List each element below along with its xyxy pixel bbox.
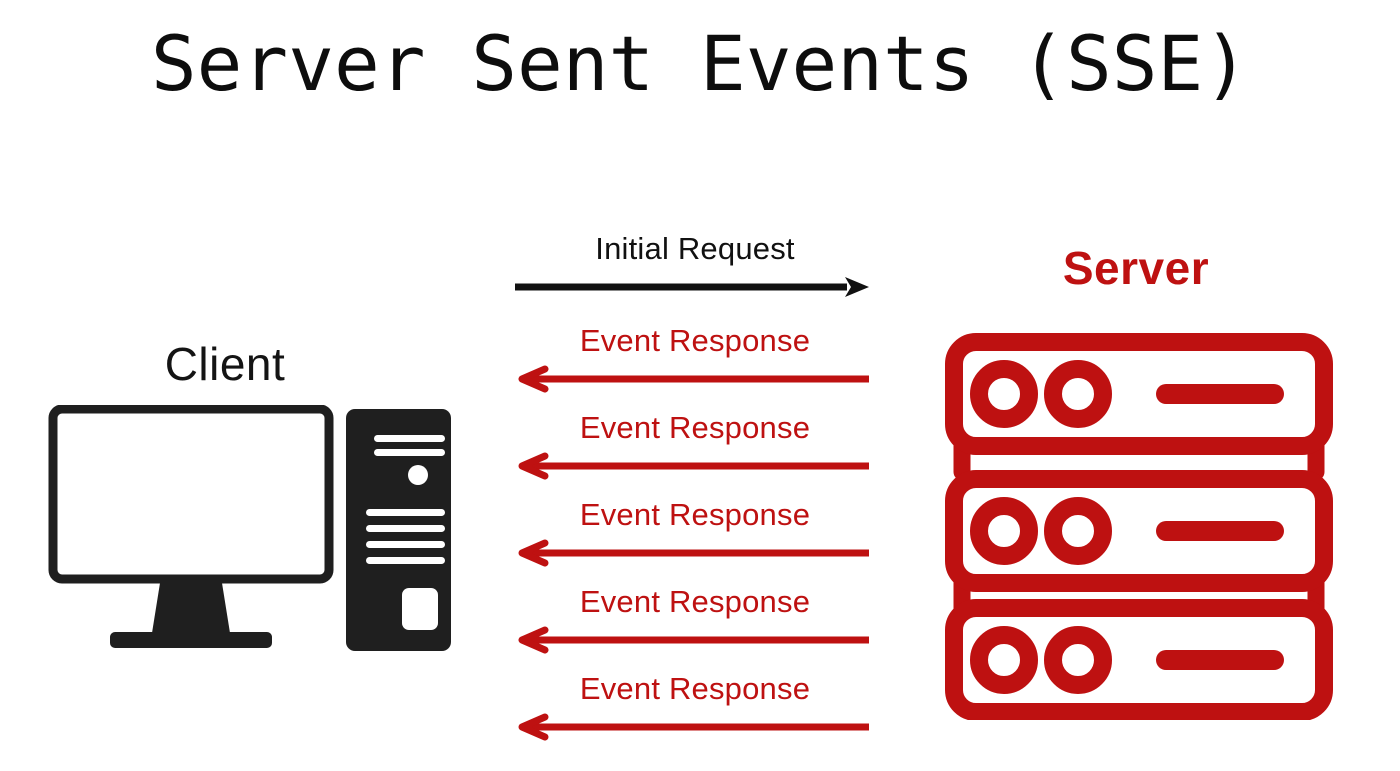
arrow-left-icon (518, 452, 869, 480)
arrow-right-icon (515, 277, 869, 297)
server-unit-2 (945, 470, 1333, 592)
server-unit-3 (945, 599, 1333, 720)
flow-row-event-response-1: Event Response (505, 322, 885, 400)
flow-label-event-response-5: Event Response (579, 671, 811, 706)
arrow-left-icon (518, 713, 869, 741)
flow-row-event-response-3: Event Response (505, 496, 885, 574)
arrow-left-icon (518, 626, 869, 654)
arrow-left-icon (518, 539, 869, 567)
tower-icon (346, 409, 451, 651)
flow-label-event-response-4: Event Response (579, 584, 811, 619)
flow-row-event-response-4: Event Response (505, 583, 885, 661)
server-rack-icon (945, 333, 1333, 720)
message-flow-area: Initial Request Event Response Event Res… (505, 230, 885, 760)
flow-label-event-response-1: Event Response (579, 323, 811, 358)
client-label: Client (164, 338, 286, 390)
arrow-left-icon (518, 365, 869, 393)
flow-row-event-response-2: Event Response (505, 409, 885, 487)
server-unit-1 (945, 333, 1333, 455)
page-title: Server Sent Events (SSE) (150, 19, 1250, 108)
flow-row-initial-request: Initial Request (505, 230, 885, 308)
flow-label-initial-request: Initial Request (595, 231, 795, 266)
client-computer-icon (48, 405, 451, 651)
monitor-icon (48, 405, 334, 648)
flow-row-event-response-5: Event Response (505, 670, 885, 748)
server-label: Server (1062, 242, 1210, 294)
flow-label-event-response-3: Event Response (579, 497, 811, 532)
flow-label-event-response-2: Event Response (579, 410, 811, 445)
